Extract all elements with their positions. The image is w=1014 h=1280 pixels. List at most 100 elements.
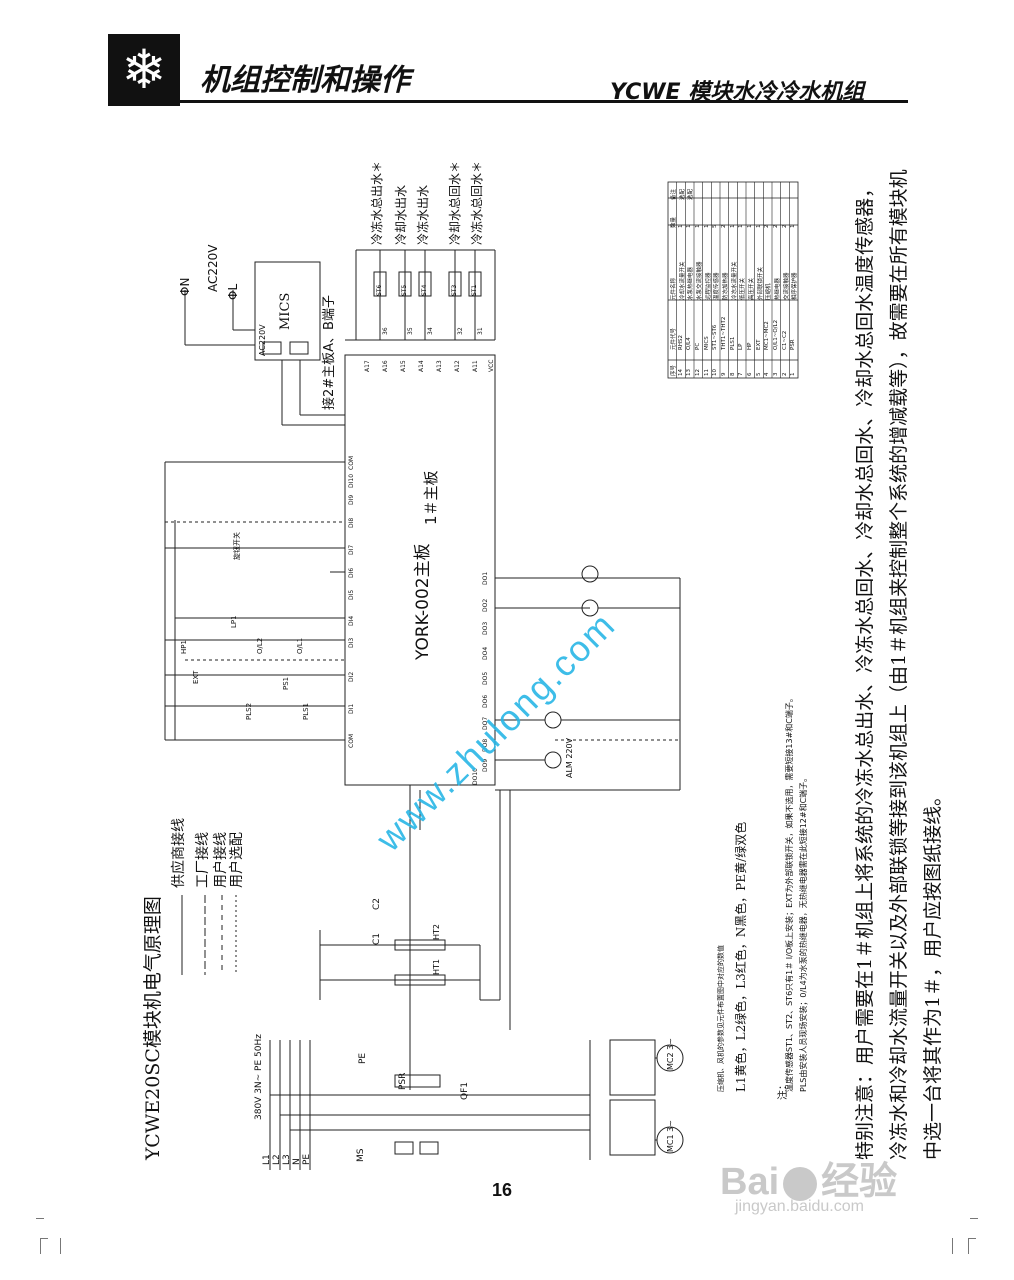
parts-table-cell: MICS <box>703 336 710 350</box>
parts-table-cell: O/L1~O/L2 <box>773 319 779 350</box>
switch-hp1: HP1 <box>180 640 188 654</box>
crop-mark <box>40 1238 48 1239</box>
parts-table-cell: 2 <box>781 372 788 377</box>
digital-input: DI9 <box>348 494 355 505</box>
parts-table-cell: 冷却水流量开关 <box>679 261 686 300</box>
logo-box: ❄ <box>108 34 180 106</box>
sensor-label-2: 冷却水出水 <box>394 184 408 245</box>
special-note: 特别注意：用户需要在1＃机组上将系统的冷冻水总出水、冷冻水总回水、冷却水总回水、… <box>854 169 944 1160</box>
page-number: 16 <box>492 1180 513 1200</box>
switch-ol2: O/L2 <box>256 637 264 654</box>
section-title: 机组控制和操作 <box>200 63 410 98</box>
analog-pin: A16 <box>382 360 389 372</box>
ms-label: MS <box>356 1148 366 1162</box>
analog-pin: VCC <box>488 359 495 372</box>
note-3: 温度传感器ST1、ST2、ST6只有1＃ I/O板上安装；EXT为外部联锁开关，… <box>785 694 794 1092</box>
parts-table-cell: 6 <box>747 372 753 377</box>
parts-table-cell: PSR <box>790 339 797 350</box>
motor-mc1: MC1 3~ <box>666 1120 675 1152</box>
parts-table-cell: 水泵交流接触器 <box>697 261 703 300</box>
parts-table-cell: 1 <box>686 224 693 229</box>
parts-table-cell: 冷冻水流量开关 <box>731 261 738 300</box>
baidu-logo-left: Bai <box>720 1161 780 1203</box>
contactor-c2: C2 <box>372 897 382 910</box>
digital-input: DI10 <box>348 473 355 488</box>
parts-table-cell: 温度传感器 <box>714 272 721 300</box>
baidu-url: jingyan.baidu.com <box>735 1198 864 1215</box>
supply-line-l3: L3 <box>282 1154 292 1165</box>
header-rule <box>108 100 908 103</box>
motor-mc2: MC2 3~ <box>666 1038 675 1070</box>
mics-box <box>254 261 321 361</box>
analog-pin: A14 <box>418 360 425 372</box>
analog-pin: A17 <box>364 360 371 372</box>
sensor-pin-3: 34 <box>427 327 434 335</box>
parts-table-cell: 高压开关 <box>749 277 755 300</box>
digital-input: COM <box>348 733 355 748</box>
crop-mark <box>970 1218 978 1219</box>
sensor-code-3: ST4 <box>421 284 428 296</box>
parts-table-cell: ST1~ST6 <box>712 324 719 350</box>
analog-pin: A11 <box>472 360 479 372</box>
link-label: 接2#主板A、B端子 <box>322 295 337 410</box>
parts-table-cell: RHS2 <box>677 335 684 350</box>
parts-table-cell: HP <box>747 342 753 350</box>
breaker-label: QF1 <box>460 1082 470 1100</box>
parts-table-cell: LP <box>738 343 745 350</box>
parts-table-cell: 选配 <box>679 188 686 200</box>
main-board-outline <box>344 354 496 786</box>
mics-ac-label: AC220V <box>258 324 267 356</box>
parts-table-cell: 防冻加热器 <box>723 272 729 300</box>
parts-table-cell: MC1~MC2 <box>764 321 771 350</box>
psr-label: PSR <box>398 1072 408 1090</box>
parts-table-cell: 交流接触器 <box>783 272 790 300</box>
parts-table-cell: 11 <box>703 369 710 376</box>
crop-mark <box>952 1238 953 1254</box>
analog-pin: A12 <box>454 360 461 372</box>
parts-table-cell: 7 <box>738 372 745 377</box>
switch-knob: 旋钮开关 <box>233 532 241 560</box>
legend-optional: 用户选配 <box>229 832 245 888</box>
board-label: YORK-002主板 <box>413 543 433 660</box>
parts-table-cell: 1 <box>790 224 797 229</box>
parts-table-grid <box>667 181 799 379</box>
note-1: 压缩机、风机的参数见元件布置图中对应的数值 <box>717 945 725 1092</box>
paw-icon <box>783 1166 818 1201</box>
parts-table-cell: 1 <box>677 224 684 229</box>
parts-table-header: 备注 <box>671 188 677 200</box>
switch-ext: EXT <box>192 670 200 684</box>
parts-table-cell: 低压开关 <box>740 277 747 300</box>
note-2: L1黄色，L2绿色，L3红色，N黑色，PE黄/绿双色 <box>734 821 748 1092</box>
analog-pin: A15 <box>400 360 407 372</box>
phi-n-label: ΦN <box>178 277 192 296</box>
supply-line-pe: PE <box>302 1153 312 1165</box>
legend-supplier: 供应商接线 <box>171 818 187 888</box>
supply-line-l2: L2 <box>272 1154 282 1165</box>
heater-ht1: HT1 <box>432 959 441 975</box>
sensor-label-5: 冷冻水总回水＊ <box>470 160 484 245</box>
parts-table-cell: 相序保护器 <box>792 272 799 300</box>
digital-input: COM <box>348 455 355 470</box>
digital-input: DI7 <box>348 544 355 555</box>
sensor-pin-5: 31 <box>477 327 484 335</box>
parts-table-cell: 1 <box>755 224 762 229</box>
heater-ht2: HT2 <box>432 924 441 940</box>
switch-pls2: PLS2 <box>245 702 253 720</box>
parts-table-cell: 1 <box>738 224 745 229</box>
alarm-lamp-label: ALM 220V <box>565 737 574 778</box>
parts-table-cell: 1 <box>790 372 797 377</box>
parts-table-cell: 水泵热继电器 <box>688 266 695 300</box>
parts-table-cell: 9 <box>721 372 727 377</box>
switch-ol1: O/L1 <box>296 637 304 654</box>
snowflake-icon: ❄ <box>121 38 167 101</box>
parts-table-cell: PC <box>695 342 701 350</box>
crop-mark <box>40 1238 41 1254</box>
parts-table-header: 序号 <box>671 364 677 376</box>
parts-table-cell: C1~C2 <box>781 330 788 350</box>
sensor-label-1: 冷冻水总出水＊ <box>370 160 384 245</box>
crop-mark <box>968 1238 976 1239</box>
digital-input: DI6 <box>348 567 355 578</box>
parts-table-cell: THT1~THT2 <box>721 316 727 350</box>
